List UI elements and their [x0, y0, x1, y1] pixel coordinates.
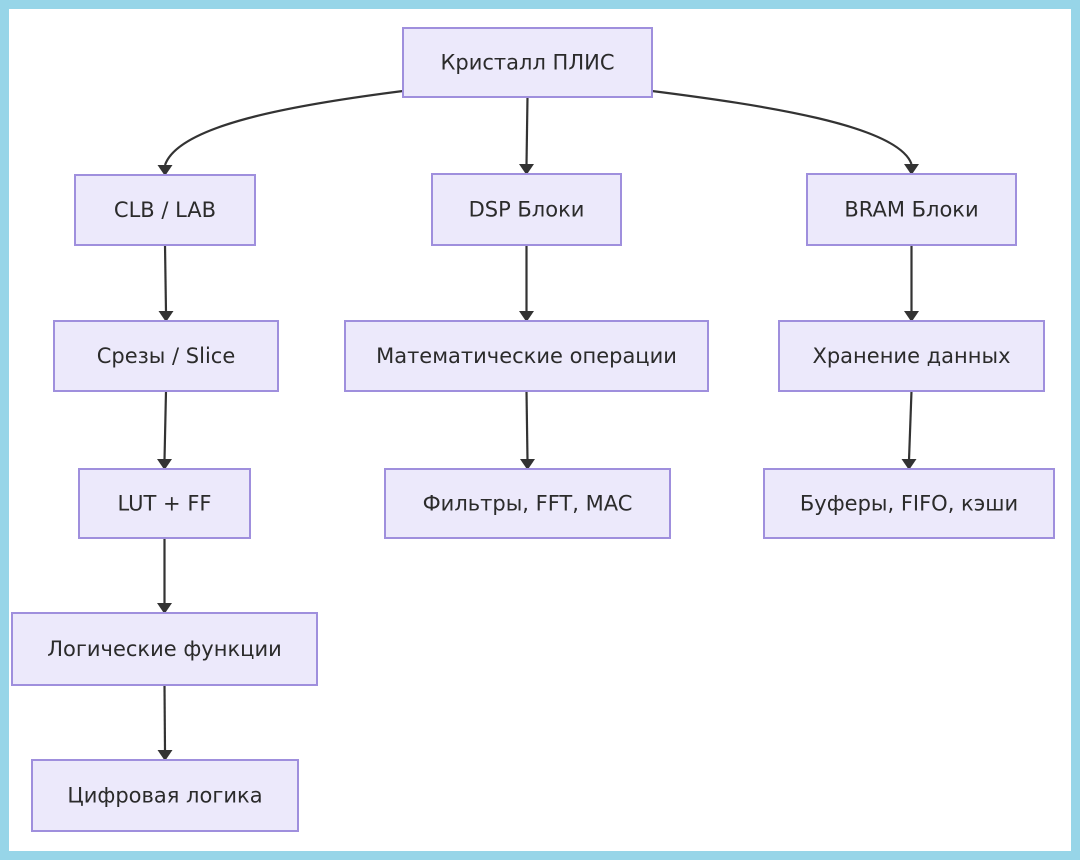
- edge-logicfunc-to-digital: [157, 684, 173, 761]
- edge-root-to-dsp: [519, 96, 534, 175]
- edge-line: [163, 244, 168, 313]
- node-label: Логические функции: [47, 637, 282, 661]
- node-storage[interactable]: Хранение данных: [778, 320, 1045, 392]
- node-box[interactable]: [344, 320, 709, 392]
- edge-line: [651, 89, 913, 165]
- edge-line: [525, 96, 529, 166]
- arrowhead-icon: [519, 311, 534, 322]
- edge-storage-to-buffers: [901, 390, 917, 470]
- node-label: Математические операции: [376, 344, 677, 368]
- edge-line: [163, 684, 167, 752]
- edge-bram-to-storage: [904, 245, 919, 322]
- node-box[interactable]: [78, 468, 251, 539]
- arrowhead-icon: [904, 164, 919, 175]
- node-box[interactable]: [11, 612, 318, 686]
- arrowhead-icon: [157, 603, 172, 614]
- node-label: Буферы, FIFO, кэши: [800, 492, 1018, 516]
- node-box[interactable]: [384, 468, 671, 539]
- edges-layer: [157, 89, 919, 761]
- node-box[interactable]: [402, 27, 653, 98]
- edge-line: [525, 390, 529, 461]
- arrowhead-icon: [904, 311, 919, 322]
- node-clb[interactable]: CLB / LAB: [74, 174, 256, 246]
- node-dsp[interactable]: DSP Блоки: [431, 173, 622, 246]
- edge-line: [163, 390, 168, 461]
- node-label: Срезы / Slice: [97, 344, 236, 368]
- edge-line: [163, 89, 404, 166]
- node-bram[interactable]: BRAM Блоки: [806, 173, 1017, 246]
- node-filters[interactable]: Фильтры, FFT, MAC: [384, 468, 671, 539]
- edge-math-to-filters: [520, 390, 535, 470]
- edge-clb-to-slice: [158, 244, 174, 322]
- node-label: CLB / LAB: [114, 198, 216, 222]
- node-box[interactable]: [53, 320, 279, 392]
- node-slice[interactable]: Срезы / Slice: [53, 320, 279, 392]
- node-box[interactable]: [778, 320, 1045, 392]
- node-label: DSP Блоки: [469, 198, 585, 222]
- node-label: Кристалл ПЛИС: [440, 51, 614, 75]
- node-label: BRAM Блоки: [844, 198, 978, 222]
- arrowhead-icon: [520, 459, 535, 470]
- arrowhead-icon: [901, 459, 917, 470]
- edge-line: [907, 390, 913, 461]
- node-box[interactable]: [31, 759, 299, 832]
- node-label: LUT + FF: [118, 492, 212, 516]
- arrowhead-icon: [158, 311, 174, 322]
- node-box[interactable]: [74, 174, 256, 246]
- arrowhead-icon: [519, 164, 534, 175]
- node-label: Цифровая логика: [67, 784, 262, 808]
- edge-slice-to-lutff: [157, 390, 172, 470]
- edge-root-to-clb: [157, 89, 404, 176]
- node-buffers[interactable]: Буферы, FIFO, кэши: [763, 468, 1055, 539]
- arrowhead-icon: [157, 165, 173, 176]
- arrowhead-icon: [157, 750, 173, 761]
- arrowhead-icon: [157, 459, 172, 470]
- node-box[interactable]: [763, 468, 1055, 539]
- node-lutff[interactable]: LUT + FF: [78, 468, 251, 539]
- node-digital[interactable]: Цифровая логика: [31, 759, 299, 832]
- node-box[interactable]: [806, 173, 1017, 246]
- edge-root-to-bram: [651, 89, 919, 175]
- edge-lutff-to-logicfunc: [157, 538, 172, 614]
- nodes-layer: Кристалл ПЛИС CLB / LAB DSP Блоки BRAM Блок…: [11, 27, 1055, 832]
- node-label: Хранение данных: [812, 344, 1010, 368]
- node-root[interactable]: Кристалл ПЛИС: [402, 27, 653, 98]
- node-logicfunc[interactable]: Логические функции: [11, 612, 318, 686]
- node-box[interactable]: [431, 173, 622, 246]
- edge-dsp-to-math: [519, 245, 534, 322]
- node-label: Фильтры, FFT, MAC: [423, 492, 633, 516]
- node-math[interactable]: Математические операции: [344, 320, 709, 392]
